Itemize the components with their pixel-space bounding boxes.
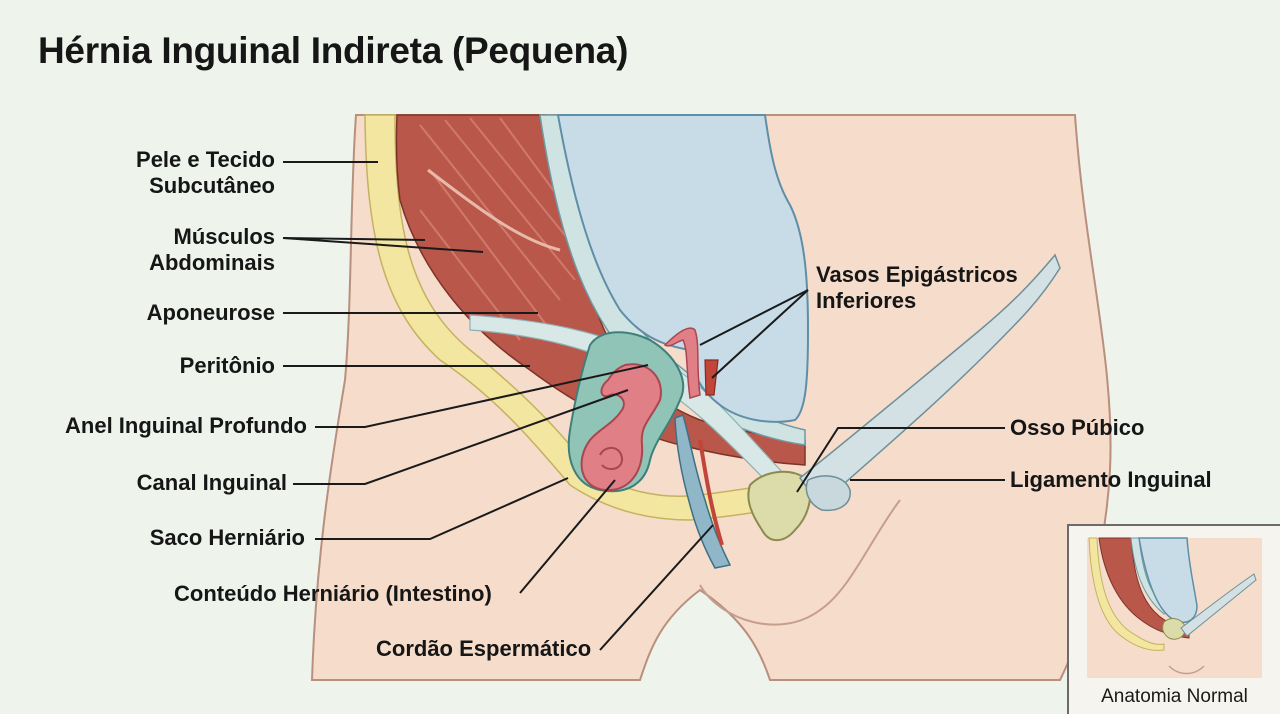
- label-pele-line1: Pele e Tecido: [136, 147, 275, 172]
- normal-anatomy-inset: Anatomia Normal: [1067, 524, 1280, 714]
- ligament-node: [805, 475, 851, 512]
- cord-vessel: [698, 439, 724, 546]
- leader-saco: [315, 477, 569, 540]
- leader-conteudo: [519, 479, 616, 594]
- label-canal-inguinal: Canal Inguinal: [136, 470, 287, 495]
- inset-caption: Anatomia Normal: [1101, 686, 1248, 707]
- leader-vasos-b: [711, 289, 809, 379]
- label-musculos: Músculos Abdominais: [110, 224, 275, 276]
- label-aponeurose: Aponeurose: [146, 300, 275, 325]
- muscle-divider: [427, 168, 561, 252]
- label-pele-line2: Subcutâneo: [149, 173, 275, 198]
- label-peritonio: Peritônio: [179, 353, 275, 378]
- peritoneal-cavity: [556, 114, 810, 423]
- groin-contour: [699, 499, 901, 626]
- inset-illustration: [1087, 537, 1262, 678]
- leader-vasos-a: [699, 289, 809, 346]
- label-vasos-line2: Inferiores: [816, 288, 917, 313]
- label-musculos-line2: Abdominais: [149, 250, 275, 275]
- label-conteudo-herniario: Conteúdo Herniário (Intestino): [174, 581, 492, 606]
- pubic-bone: [747, 470, 812, 542]
- intestine-loop: [580, 363, 662, 492]
- epigastric-vessels: [663, 327, 701, 399]
- label-osso-pubico: Osso Púbico: [1010, 415, 1145, 440]
- muscle-fibers: [419, 117, 591, 341]
- leader-canal: [293, 389, 629, 485]
- leader-osso: [796, 427, 1005, 493]
- label-pele: Pele e Tecido Subcutâneo: [110, 147, 275, 199]
- epigastric-vein: [704, 359, 719, 396]
- page-title: Hérnia Inguinal Indireta (Pequena): [38, 30, 629, 71]
- label-vasos-epigastricos: Vasos Epigástricos Inferiores: [816, 262, 1018, 314]
- label-saco-herniario: Saco Herniário: [149, 525, 305, 550]
- label-anel-inguinal: Anel Inguinal Profundo: [65, 413, 307, 438]
- inguinal-ligament: [798, 253, 1061, 507]
- label-ligamento-inguinal: Ligamento Inguinal: [1010, 467, 1212, 492]
- leader-musculos-a: [282, 237, 426, 241]
- intestine-inner: [599, 446, 623, 471]
- spermatic-cord: [674, 414, 732, 569]
- leader-anel: [315, 364, 649, 428]
- leader-cordao: [599, 524, 714, 651]
- label-cordao-espermatico: Cordão Espermático: [376, 636, 592, 661]
- label-vasos-line1: Vasos Epigástricos: [816, 262, 1018, 287]
- leader-musculos-b: [282, 237, 484, 253]
- label-musculos-line1: Músculos: [173, 224, 275, 249]
